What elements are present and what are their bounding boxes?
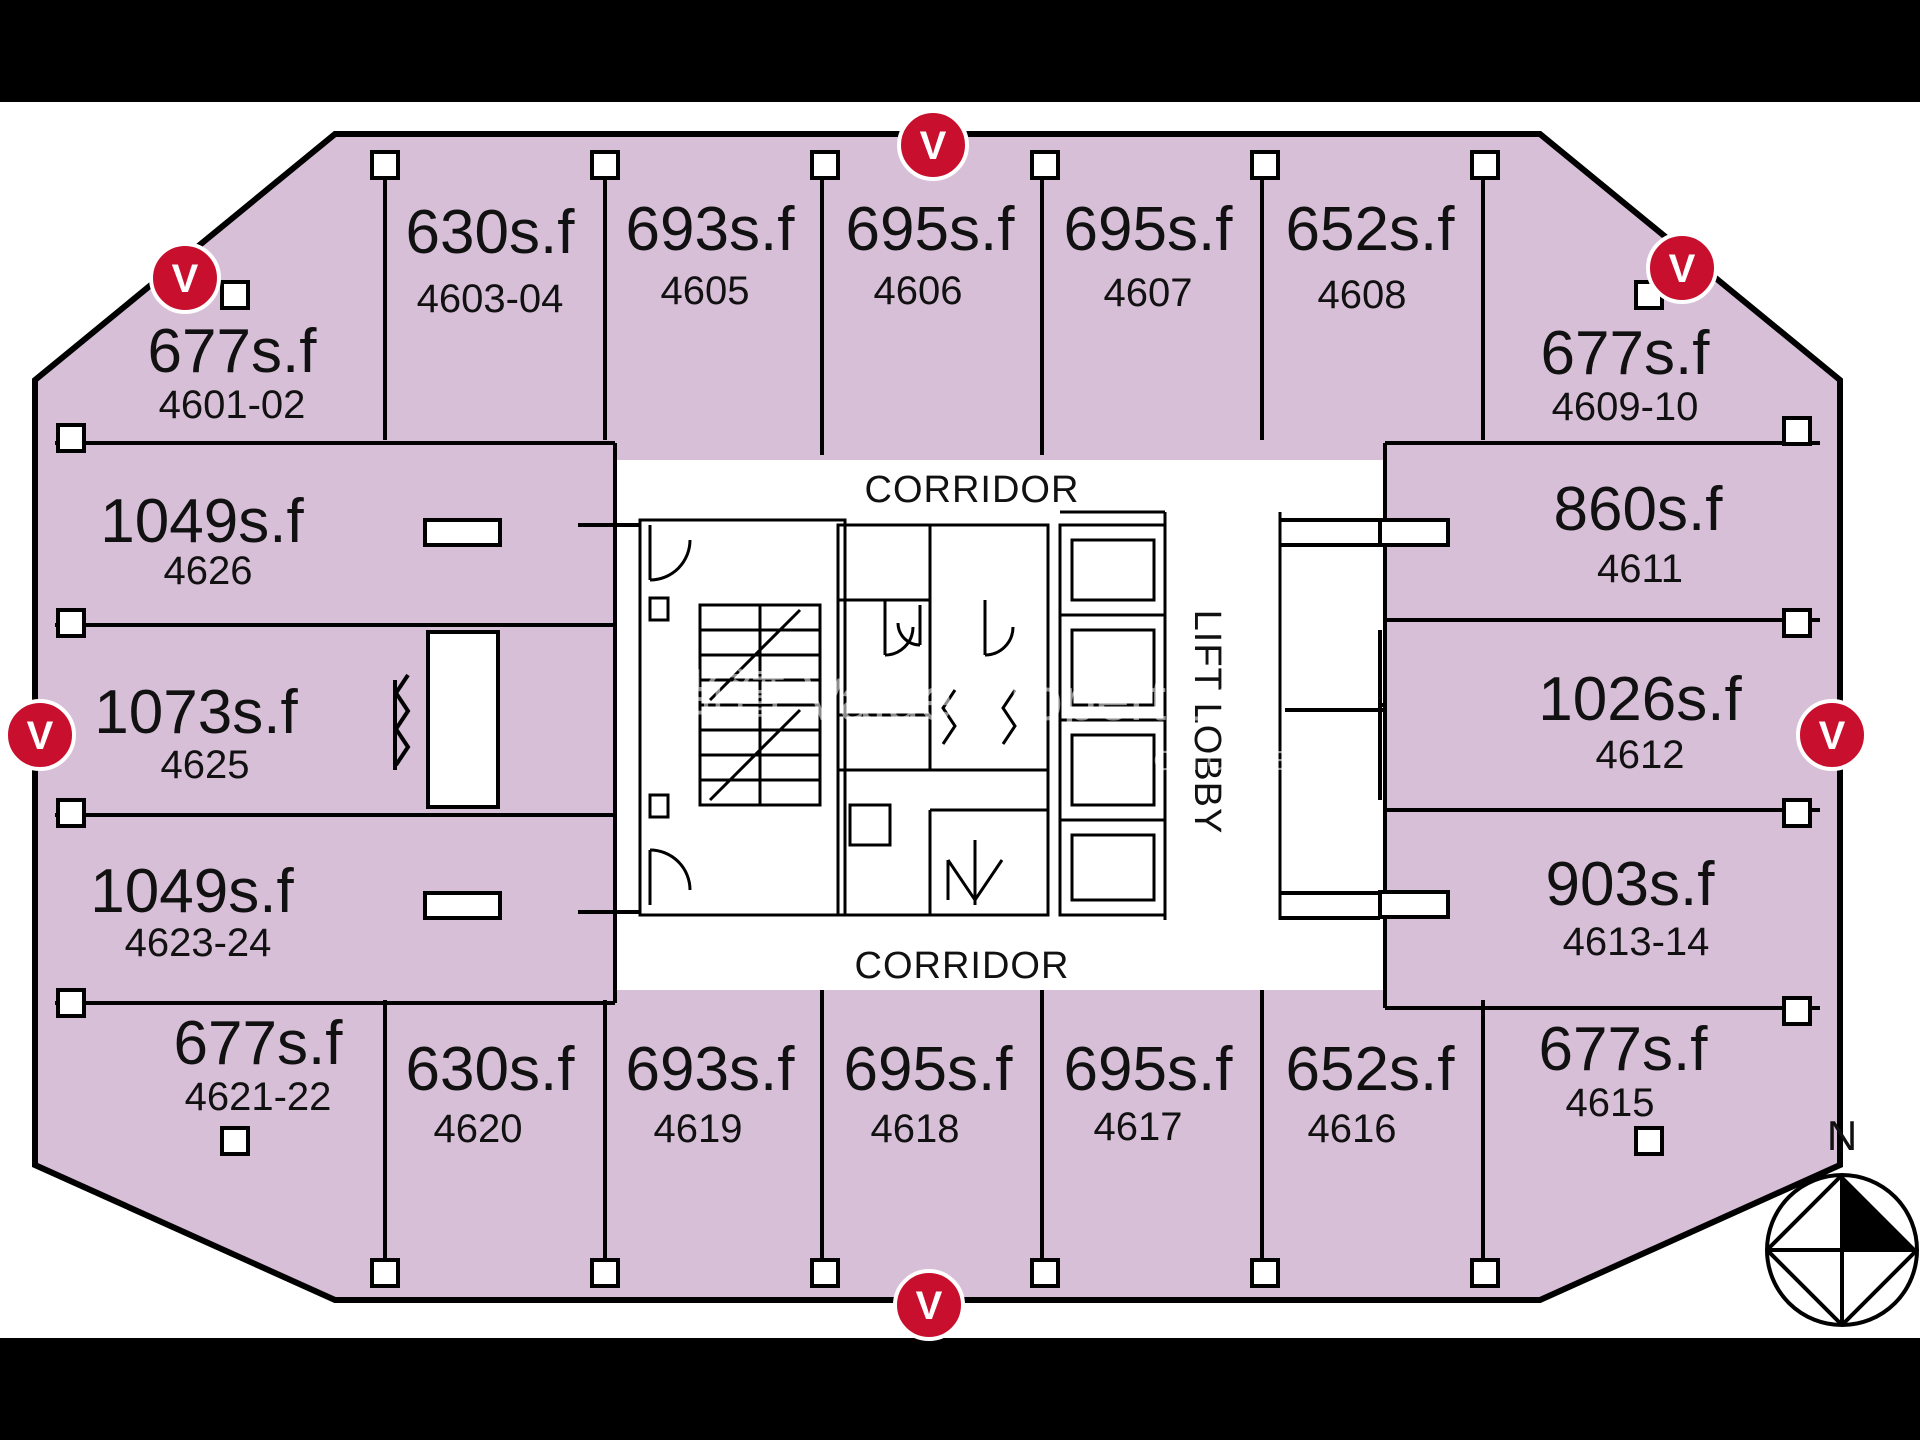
unit-area: 860s.f (1554, 475, 1724, 544)
unit-area: 630s.f (406, 1035, 576, 1104)
core-area (615, 460, 1385, 990)
unit-4606: 695s.f 4606 (846, 195, 1016, 313)
unit-area: 677s.f (148, 317, 318, 386)
unit-number: 4607 (1104, 271, 1193, 315)
unit-4618: 695s.f 4618 (844, 1035, 1014, 1151)
unit-number: 4620 (434, 1107, 523, 1151)
unit-number: 4609-10 (1552, 385, 1699, 429)
view-marker-label: V (916, 1284, 943, 1328)
unit-area: 695s.f (846, 195, 1016, 264)
watermark-sub: FROM CBRE (1116, 745, 1284, 776)
unit-4612: 1026s.f 4612 (1538, 665, 1742, 777)
unit-number: 4611 (1597, 547, 1683, 591)
unit-area: 695s.f (844, 1035, 1014, 1104)
unit-4623-24: 1049s.f 4623-24 (90, 857, 294, 965)
unit-area: 677s.f (174, 1009, 344, 1078)
unit-number: 4603-04 (417, 277, 564, 321)
unit-number: 4623-24 (125, 921, 272, 965)
unit-number: 4601-02 (159, 383, 306, 427)
unit-number: 4619 (654, 1107, 743, 1151)
unit-area: 1026s.f (1538, 665, 1742, 734)
corridor-bottom-label: CORRIDOR (855, 945, 1070, 987)
unit-area: 652s.f (1286, 195, 1456, 264)
unit-number: 4616 (1308, 1107, 1397, 1151)
corridor-top-label: CORRIDOR (865, 469, 1080, 511)
unit-4617: 695s.f 4617 (1064, 1035, 1234, 1149)
unit-4605: 693s.f 4605 (626, 195, 796, 313)
view-marker-top-right[interactable]: V (1646, 232, 1718, 304)
unit-number: 4606 (874, 269, 963, 313)
view-marker-label: V (172, 257, 199, 301)
unit-4621-22: 677s.f 4621-22 (174, 1009, 344, 1119)
unit-4626: 1049s.f 4626 (100, 487, 304, 593)
unit-number: 4617 (1094, 1105, 1183, 1149)
unit-area: 1073s.f (94, 678, 298, 747)
unit-area: 695s.f (1064, 195, 1234, 264)
unit-area: 903s.f (1546, 850, 1716, 919)
unit-number: 4621-22 (185, 1075, 332, 1119)
unit-4601-02: 677s.f 4601-02 (148, 317, 318, 427)
outer-wall (32, 131, 1843, 1303)
unit-4607: 695s.f 4607 (1064, 195, 1234, 315)
unit-4608: 652s.f 4608 (1286, 195, 1456, 317)
building-core (638, 510, 1282, 920)
unit-4613-14: 903s.f 4613-14 (1546, 850, 1716, 964)
unit-area: 693s.f (626, 195, 796, 264)
unit-4615: 677s.f 4615 (1539, 1015, 1709, 1125)
unit-number: 4625 (161, 743, 250, 787)
unit-number: 4605 (661, 269, 750, 313)
unit-area: 677s.f (1539, 1015, 1709, 1084)
unit-area: 630s.f (406, 198, 576, 267)
unit-number: 4612 (1596, 733, 1685, 777)
columns (56, 150, 1812, 1288)
unit-number: 4608 (1318, 273, 1407, 317)
unit-4609-10: 677s.f 4609-10 (1541, 319, 1711, 429)
view-marker-label: V (1669, 247, 1696, 291)
compass-needle-icon (1842, 1175, 1917, 1250)
unit-4625: 1073s.f 4625 (94, 678, 298, 787)
unit-number: 4626 (164, 549, 253, 593)
unit-area: 652s.f (1286, 1035, 1456, 1104)
unit-4611: 860s.f 4611 (1554, 475, 1724, 591)
unit-number: 4615 (1566, 1081, 1655, 1125)
view-marker-label: V (920, 124, 947, 168)
unit-area: 1049s.f (100, 487, 304, 556)
watermark-main: 尚贇 Value Properties (667, 666, 1243, 733)
view-marker-top-left[interactable]: V (149, 242, 221, 314)
view-marker-label: V (27, 714, 54, 758)
unit-fixtures (393, 518, 1450, 920)
unit-number: 4613-14 (1563, 920, 1710, 964)
view-marker-label: V (1819, 714, 1846, 758)
unit-4620: 630s.f 4620 (406, 1035, 576, 1151)
unit-area: 695s.f (1064, 1035, 1234, 1104)
view-marker-top[interactable]: V (897, 109, 969, 181)
north-compass: N (1765, 1112, 1919, 1327)
unit-area: 693s.f (626, 1035, 796, 1104)
unit-4619: 693s.f 4619 (626, 1035, 796, 1151)
unit-area: 677s.f (1541, 319, 1711, 388)
unit-4616: 652s.f 4616 (1286, 1035, 1456, 1151)
north-label: N (1827, 1112, 1857, 1159)
unit-4603-04: 630s.f 4603-04 (406, 198, 576, 321)
lift-lobby-label: LIFT LOBBY (1186, 610, 1228, 835)
unit-area: 1049s.f (90, 857, 294, 926)
view-marker-bottom[interactable]: V (893, 1269, 965, 1341)
view-marker-right[interactable]: V (1796, 699, 1868, 771)
view-marker-left[interactable]: V (4, 699, 76, 771)
unit-number: 4618 (871, 1107, 960, 1151)
